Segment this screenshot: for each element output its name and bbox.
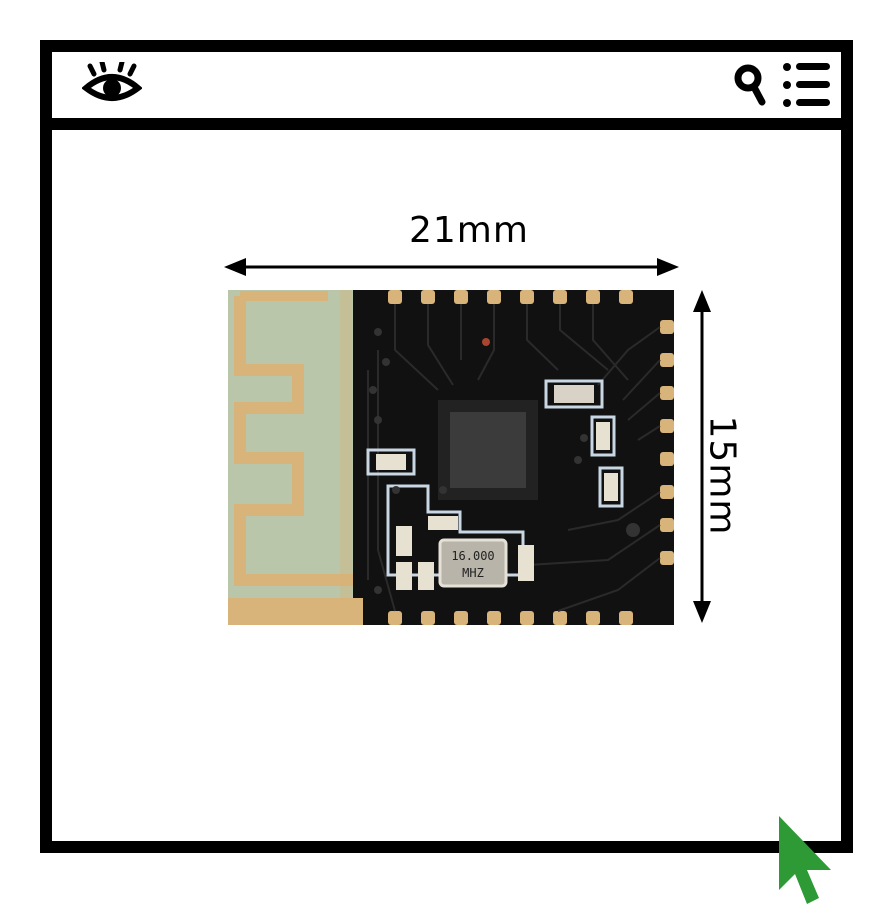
- qfn-chip: [438, 400, 538, 500]
- right-pads: [660, 320, 674, 565]
- crystal-label-1: 16.000: [451, 549, 494, 563]
- height-arrow: [693, 290, 711, 623]
- ble-module-image: 16.000 MHZ: [228, 290, 674, 625]
- height-label: 15mm: [701, 415, 743, 536]
- search-icon[interactable]: [732, 62, 768, 108]
- antenna-area: [228, 290, 363, 625]
- cursor-arrow-icon: [779, 816, 831, 904]
- menu-icon[interactable]: [780, 60, 834, 110]
- width-label: 21mm: [409, 210, 529, 251]
- content-area: 21mm 15mm: [52, 130, 841, 841]
- smd-components: [376, 385, 618, 590]
- eye-icon[interactable]: [82, 62, 142, 106]
- crystal-oscillator: [438, 538, 508, 588]
- toolbar: [52, 52, 841, 130]
- bottom-pads: [388, 611, 633, 625]
- app-window: 21mm 15mm: [40, 40, 853, 853]
- top-pads: [388, 290, 633, 304]
- dimension-arrows: [224, 258, 711, 623]
- crystal-label-2: MHZ: [462, 566, 484, 580]
- led-dot: [482, 338, 490, 346]
- width-arrow: [224, 258, 679, 276]
- vias: [369, 328, 640, 594]
